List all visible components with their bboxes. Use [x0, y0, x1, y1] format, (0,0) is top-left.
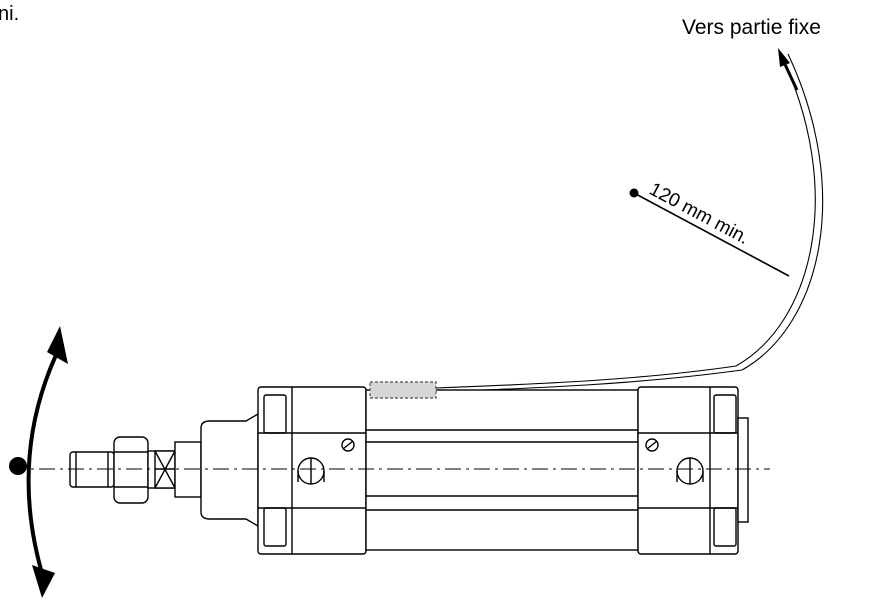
corner-text: ni. — [0, 3, 19, 25]
air-port-icon — [297, 457, 325, 485]
air-port-icon — [676, 457, 704, 485]
pneumatic-cylinder — [69, 381, 749, 555]
bend-radius-indicator: 120 mm min. — [629, 179, 790, 277]
flexible-hose — [435, 53, 824, 393]
lock-nut — [113, 436, 149, 504]
screw-head-icon — [341, 438, 355, 452]
curved-double-arrow-icon — [26, 326, 68, 598]
screw-head-icon — [645, 438, 659, 452]
rear-cap-bottom-nut — [713, 507, 737, 547]
front-cap-bottom-nut — [263, 507, 287, 547]
position-sensor — [369, 381, 437, 399]
destination-label: Vers partie fixe — [682, 16, 821, 39]
rear-cap-top-nut — [713, 394, 737, 434]
cylinder-barrel — [365, 389, 639, 551]
pivot-point-icon — [9, 457, 27, 475]
front-nose — [200, 412, 259, 528]
arrow-up-icon — [778, 48, 799, 91]
min-radius-label: 120 mm min. — [646, 179, 753, 249]
rear-boss — [737, 417, 749, 523]
front-cap-top-nut — [263, 394, 287, 434]
